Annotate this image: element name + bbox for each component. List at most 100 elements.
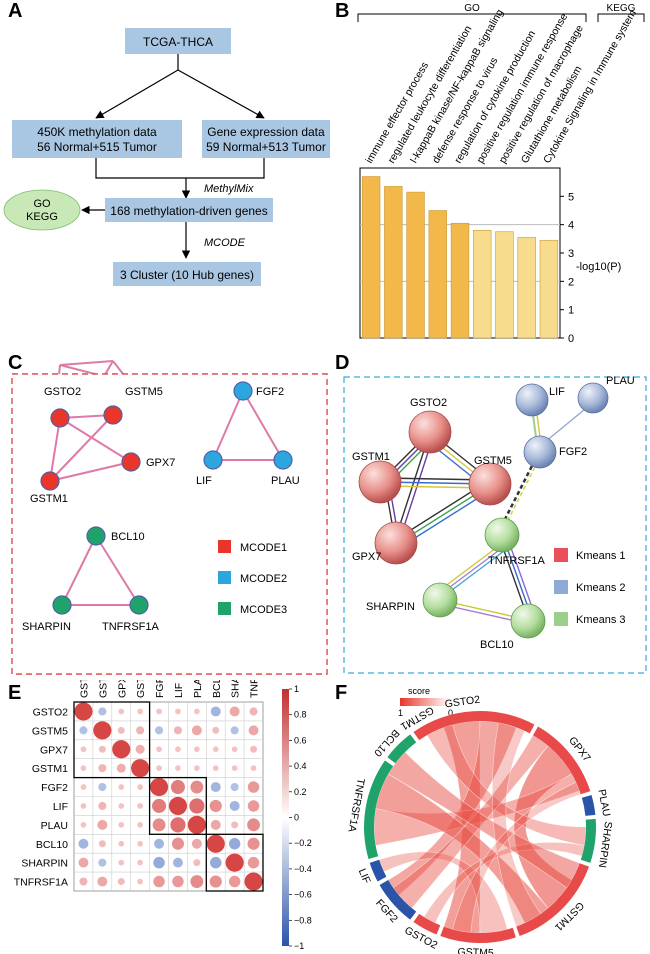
node-sharpin-3d[interactable] — [422, 582, 458, 618]
node-bcl10-3d[interactable] — [510, 603, 546, 639]
label-d-plau: PLAU — [606, 375, 635, 387]
flowchart-panel: TCGA-THCA 450K methylation data 56 Norma… — [3, 28, 330, 286]
chord-ribbon-10 — [491, 722, 542, 927]
flow-meth-line2: 56 Normal+515 Tumor — [37, 140, 157, 154]
heatmap-cell-9-4 — [153, 875, 165, 888]
go-group-label: GO — [464, 3, 480, 14]
node-gstm5[interactable] — [103, 405, 123, 425]
ytick-label-5: 5 — [568, 191, 574, 203]
heatmap-cell-8-9 — [247, 856, 260, 869]
cluster-box-2 — [205, 833, 264, 892]
label-fgf2: FGF2 — [256, 386, 284, 398]
legend-kmeans1-swatch — [554, 548, 568, 562]
chord-segment-6 — [413, 913, 441, 935]
kmeans-network: LIF PLAU FGF2 GSTO2 GSTM1 GSTM5 GPX7 TNF… — [343, 375, 647, 674]
bar-0 — [361, 176, 381, 339]
scale-label-7: −0.4 — [294, 864, 312, 874]
heatmap-cell-7-7 — [206, 834, 225, 853]
legend-mcode3-swatch — [218, 602, 231, 615]
node-tnfrsf1a[interactable] — [129, 595, 149, 615]
node-gsto2[interactable] — [50, 408, 70, 428]
node-gstm5-3d[interactable] — [468, 462, 512, 506]
scale-label-3: 0.4 — [294, 761, 307, 771]
chord-label-5: GSTM5 — [457, 946, 494, 954]
heatmap-col-label-2: GPX7 — [116, 680, 128, 698]
heatmap-cell-4-0 — [80, 784, 87, 790]
heatmap-cell-0-7 — [210, 706, 221, 717]
node-gstm1-3d[interactable] — [358, 460, 402, 504]
flow-expr-line2: 59 Normal+513 Tumor — [206, 140, 326, 154]
ytick-label-0: 0 — [568, 333, 574, 345]
node-gpx7-3d[interactable] — [374, 521, 418, 565]
heatmap-cell-8-3 — [137, 859, 144, 866]
node-gsto2-3d[interactable] — [408, 410, 452, 454]
heatmap-cell-8-0 — [78, 857, 89, 868]
heatmap-cell-0-2 — [118, 708, 125, 715]
node-plau[interactable] — [273, 450, 293, 470]
scale-label-5: 0 — [294, 813, 299, 823]
heatmap-cell-3-4 — [156, 765, 162, 772]
heatmap-row-label-2: GPX7 — [40, 744, 68, 756]
heatmap-cell-3-2 — [116, 763, 126, 773]
heatmap-cell-4-3 — [137, 784, 144, 790]
node-sharpin[interactable] — [52, 595, 72, 615]
label-gstm5: GSTM5 — [125, 386, 163, 398]
bar-1 — [384, 186, 403, 339]
node-fgf2-3d[interactable] — [523, 435, 557, 469]
heatmap-cell-9-2 — [117, 878, 125, 886]
label-bcl10: BCL10 — [111, 531, 145, 543]
legend-kmeans2-label: Kmeans 2 — [576, 582, 626, 594]
chord-segment-9 — [364, 760, 394, 859]
chord-ribbon-7 — [423, 842, 585, 924]
mcode-network: GSTO2 GSTM5 GPX7 GSTM1 FGF2 LIF PLAU BCL… — [11, 373, 328, 675]
heatmap-cell-4-2 — [118, 784, 125, 790]
flow-go-label: GO — [33, 198, 51, 210]
node-gpx7[interactable] — [121, 452, 141, 472]
scale-label-0: 1 — [294, 684, 299, 694]
node-fgf2[interactable] — [233, 381, 253, 401]
heatmap-col-label-7: BCL10 — [211, 680, 223, 698]
heatmap-cell-5-5 — [168, 796, 188, 816]
node-plau-3d[interactable] — [577, 382, 609, 414]
heatmap-cell-0-0 — [74, 702, 93, 721]
flow-methylmix-label: MethylMix — [204, 183, 254, 195]
heatmap-cell-2-9 — [250, 745, 258, 753]
heatmap-cell-4-9 — [247, 781, 260, 793]
label-d-fgf2: FGF2 — [559, 446, 587, 458]
heatmap-col-label-0: GSTO2 — [78, 680, 90, 698]
bar-2 — [406, 191, 425, 339]
heatmap-cell-2-7 — [212, 746, 219, 753]
heatmap-cell-6-4 — [152, 818, 166, 832]
heatmap-cell-4-7 — [210, 782, 221, 793]
heatmap-cell-6-7 — [210, 819, 221, 830]
heatmap-cell-8-6 — [193, 859, 201, 867]
heatmap-col-label-6: PLAU — [192, 680, 204, 698]
panel-label-b: B — [335, 0, 350, 22]
legend-mcode1-label: MCODE1 — [240, 542, 287, 554]
score-legend-bar — [400, 698, 450, 706]
ytick-label-2: 2 — [568, 276, 574, 288]
node-tnfrsf1a-3d[interactable] — [484, 517, 520, 553]
node-lif-3d[interactable] — [515, 383, 549, 417]
heatmap-cell-1-2 — [117, 726, 125, 734]
node-bcl10[interactable] — [86, 526, 106, 546]
scale-label-8: −0.6 — [294, 890, 312, 900]
heatmap-cell-7-0 — [78, 838, 89, 849]
heatmap-cell-7-5 — [171, 837, 185, 850]
heatmap-cell-2-4 — [156, 746, 162, 753]
flow-driven-text: 168 methylation-driven genes — [110, 204, 267, 218]
bar-5 — [473, 230, 492, 339]
y-axis-label: -log10(P) — [576, 261, 621, 273]
node-lif[interactable] — [203, 450, 223, 470]
chord-label-0: GSTO2 — [444, 694, 481, 711]
heatmap-cell-5-0 — [80, 803, 87, 809]
node-gstm1[interactable] — [40, 471, 60, 491]
legend-kmeans3-swatch — [554, 612, 568, 626]
chord-segment-2 — [581, 795, 596, 816]
label-d-gstm1: GSTM1 — [352, 451, 390, 463]
heatmap-col-label-5: LIF — [173, 683, 185, 698]
heatmap-cell-5-1 — [98, 801, 107, 811]
label-gsto2: GSTO2 — [44, 386, 81, 398]
heatmap-cell-0-3 — [137, 708, 144, 715]
kegg-group-label: KEGG — [607, 3, 636, 14]
